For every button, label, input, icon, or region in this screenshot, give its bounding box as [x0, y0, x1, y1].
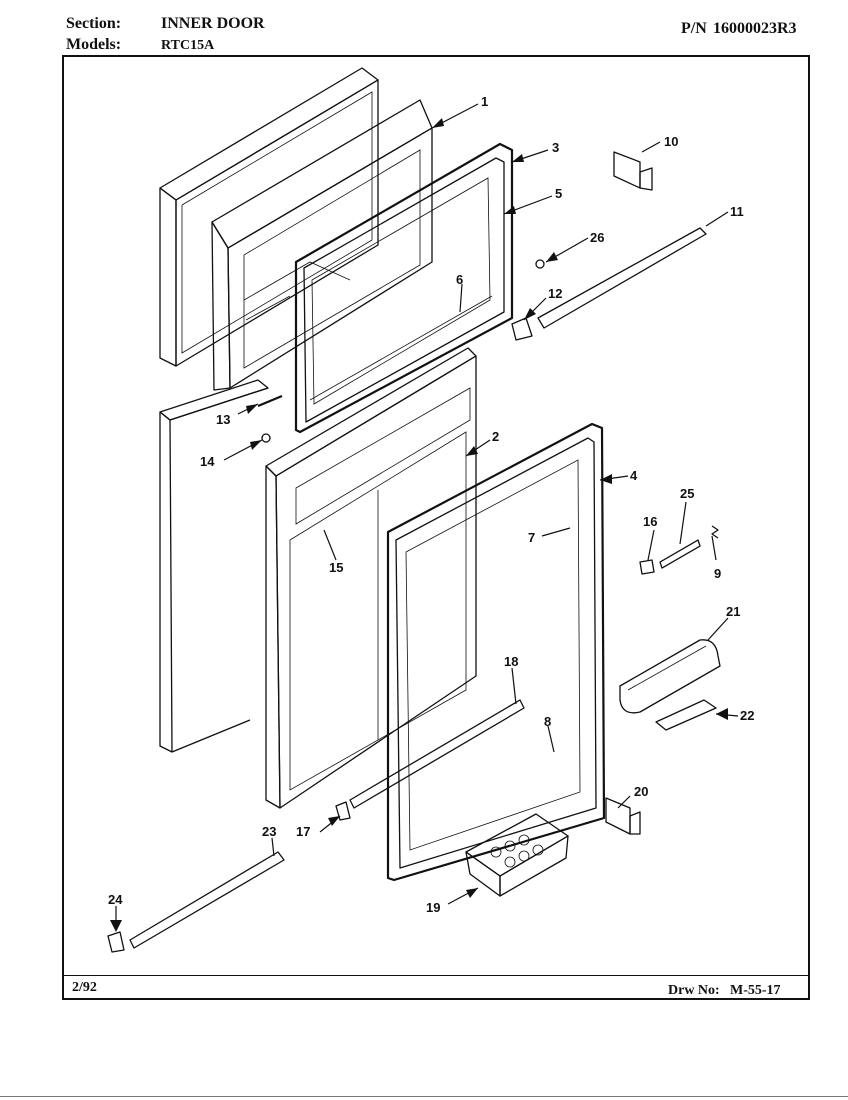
- callout-18: 18: [504, 654, 518, 669]
- upper-inner-door-liner: [211, 99, 433, 391]
- part-19-egg-tray: [465, 813, 569, 897]
- upper-outer-door-panel: [159, 67, 379, 367]
- callout-12: 12: [548, 286, 562, 301]
- callout-1: 1: [481, 94, 488, 109]
- models-label: Models:: [66, 36, 122, 53]
- part-26-screw: [535, 259, 545, 269]
- upper-door-gasket: [294, 142, 514, 434]
- callout-24: 24: [108, 892, 123, 907]
- part-22-bin-cover: [655, 699, 717, 731]
- callout-6: 6: [456, 272, 463, 287]
- callout-8: 8: [544, 714, 551, 729]
- callout-9: 9: [714, 566, 721, 581]
- part-number-label: P/N: [681, 20, 707, 37]
- lower-inner-door-liner: [265, 347, 477, 809]
- callout-26: 26: [590, 230, 604, 245]
- part-16-cap: [639, 559, 655, 575]
- callout-16: 16: [643, 514, 657, 529]
- callout-11: 11: [730, 204, 744, 219]
- diagram-frame: [62, 55, 810, 1000]
- callout-3: 3: [552, 140, 559, 155]
- callout-7: 7: [528, 530, 535, 545]
- lower-door-gasket: [386, 422, 606, 882]
- models-value: RTC15A: [161, 38, 215, 53]
- part-9-clip: [711, 525, 719, 539]
- callout-22: 22: [740, 708, 754, 723]
- footer-divider: [62, 975, 810, 976]
- part-13-strip: [257, 394, 283, 408]
- part-17-cap: [335, 801, 351, 821]
- part-11-trim-rail: [537, 227, 707, 329]
- drawing-number-label: Drw No:: [668, 983, 720, 998]
- part-24-cap: [107, 931, 125, 953]
- lower-outer-door-panel: [159, 379, 269, 753]
- part-number-value: 16000023R3: [713, 20, 797, 37]
- part-18-rail: [349, 699, 525, 809]
- callout-4: 4: [630, 468, 638, 483]
- callout-21: 21: [726, 604, 740, 619]
- part-12-end-cap: [511, 317, 533, 341]
- callout-2: 2: [492, 429, 499, 444]
- callout-14: 14: [200, 454, 215, 469]
- callout-25: 25: [680, 486, 694, 501]
- page-bottom-rule: [0, 1096, 848, 1097]
- callout-13: 13: [216, 412, 230, 427]
- callout-5: 5: [555, 186, 562, 201]
- callout-20: 20: [634, 784, 648, 799]
- section-label: Section:: [66, 15, 122, 32]
- part-25-rail: [659, 539, 701, 569]
- callout-19: 19: [426, 900, 440, 915]
- exploded-parts-diagram: 1 2 3 4 5 6 7 8 9 10 11 12 13 14 15 16 1…: [107, 67, 754, 953]
- callout-23: 23: [262, 824, 276, 839]
- part-10-bracket: [613, 151, 653, 191]
- part-21-dairy-bin: [619, 639, 721, 714]
- part-23-rail: [129, 851, 285, 949]
- callout-17: 17: [296, 824, 310, 839]
- section-value: INNER DOOR: [161, 15, 265, 32]
- leader-lines: [110, 103, 739, 932]
- callout-15: 15: [329, 560, 343, 575]
- revision-date: 2/92: [72, 980, 97, 995]
- callout-10: 10: [664, 134, 678, 149]
- part-14-screw: [261, 433, 271, 443]
- drawing-number-value: M-55-17: [730, 983, 781, 998]
